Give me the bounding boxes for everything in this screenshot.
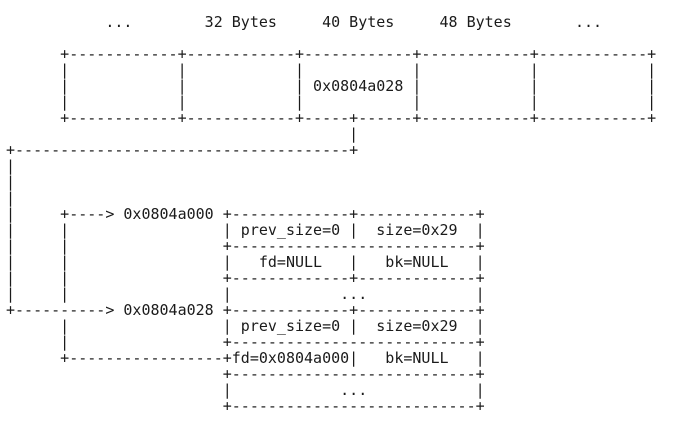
fastbin-ascii-diagram: ... 32 Bytes 40 Bytes 48 Bytes ... +----… [6, 14, 657, 414]
